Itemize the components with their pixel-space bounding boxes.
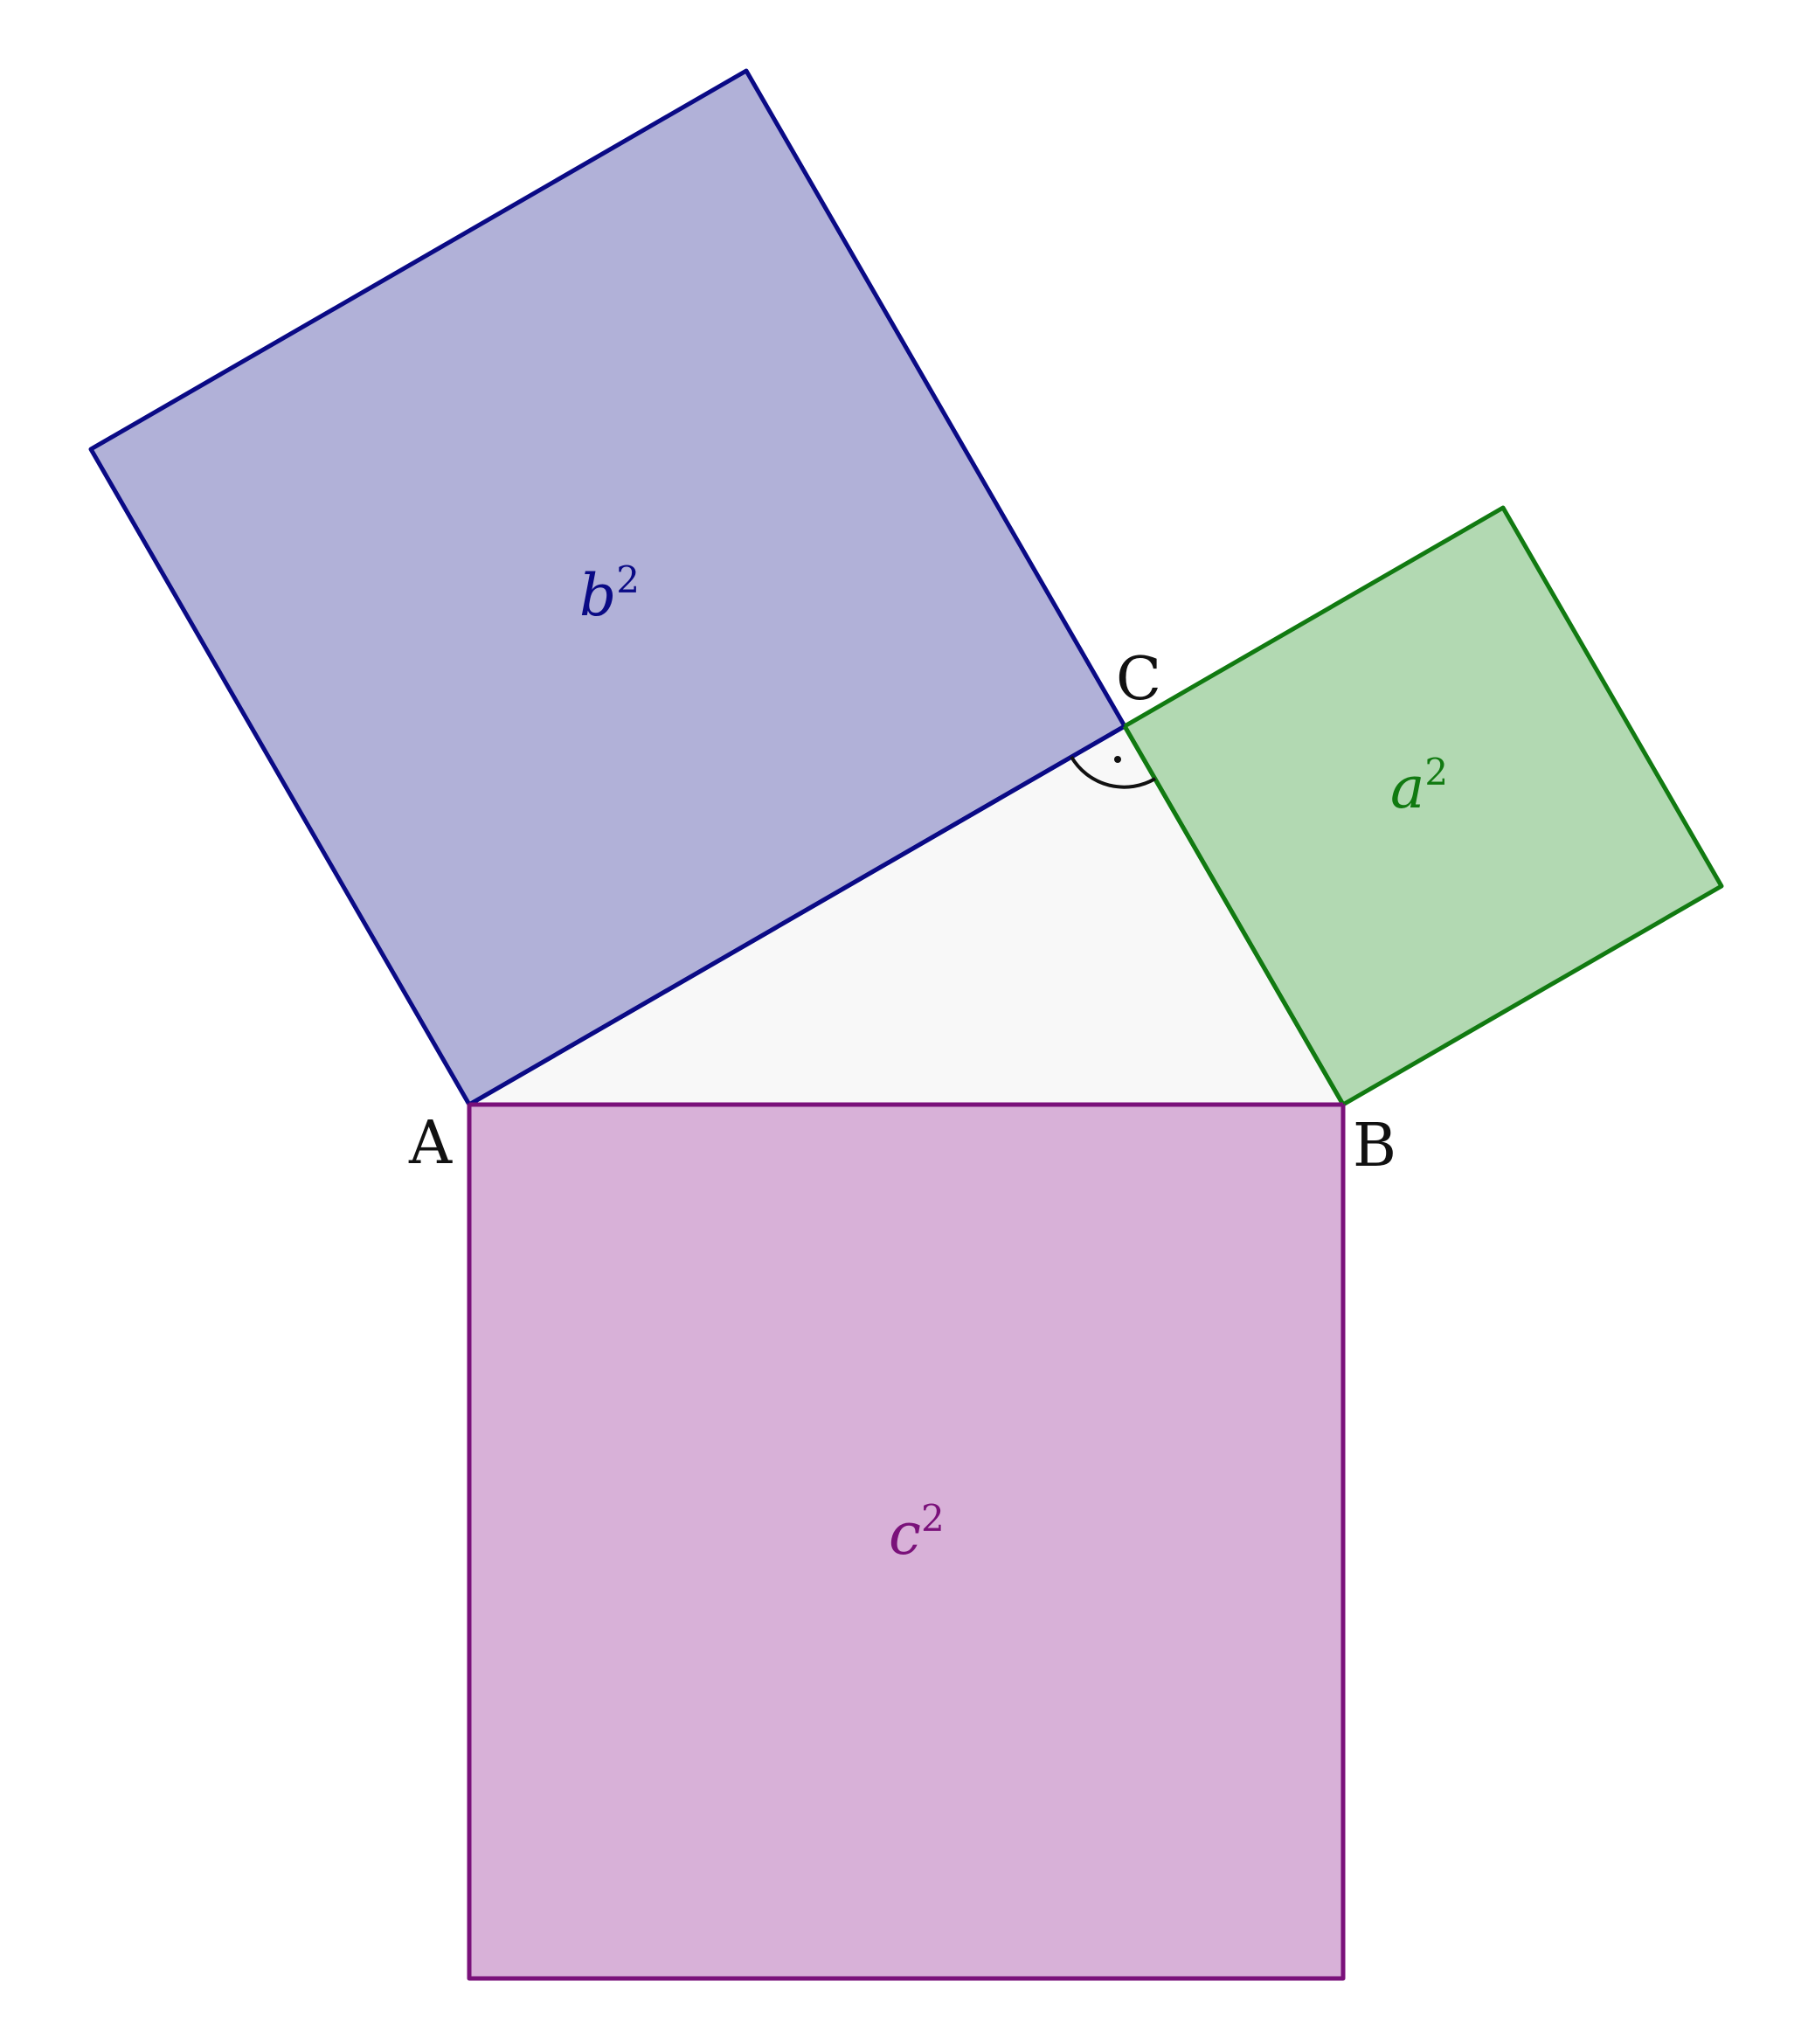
vertex-label-b: B [1353, 1112, 1396, 1181]
area-label-b-base: b [579, 562, 616, 629]
area-label-a-squared: a2 [1390, 751, 1448, 821]
area-label-a-base: a [1390, 754, 1424, 821]
side-b-edge [468, 724, 1126, 1107]
area-label-c-base: c [889, 1500, 921, 1568]
right-triangle [469, 726, 1343, 1105]
area-label-a-exponent: 2 [1424, 751, 1448, 793]
side-a-edge [1122, 724, 1346, 1106]
area-label-c-exponent: 2 [921, 1497, 945, 1540]
vertex-label-c: C [1116, 645, 1161, 714]
area-label-c-squared: c2 [889, 1497, 945, 1568]
right-angle-arc [1070, 755, 1157, 789]
vertex-label-a: A [408, 1109, 453, 1178]
area-label-b-squared: b2 [579, 558, 640, 629]
area-label-b-exponent: 2 [616, 558, 640, 601]
right-angle-dot [1114, 756, 1121, 763]
